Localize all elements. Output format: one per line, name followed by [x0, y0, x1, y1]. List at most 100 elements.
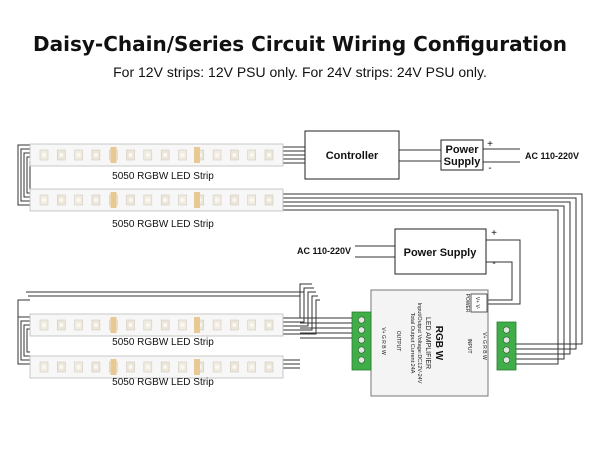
led-lens — [163, 365, 168, 369]
terminal-screw — [357, 336, 365, 344]
minus-sign-middle: - — [492, 258, 495, 269]
led-strip-1 — [29, 143, 284, 167]
led-lens — [128, 323, 133, 327]
cut-pad — [110, 192, 117, 208]
ac-label-top: AC 110-220V — [525, 151, 579, 161]
cut-pad — [193, 147, 200, 163]
led-lens — [59, 198, 64, 202]
cut-pad — [193, 192, 200, 208]
power-supply-middle-label: Power Supply — [404, 247, 478, 259]
cut-pad — [193, 359, 200, 375]
led-lens — [59, 323, 64, 327]
plus-sign-top: + — [487, 139, 493, 150]
led-lens — [42, 323, 46, 327]
led-lens — [232, 198, 237, 202]
led-lens — [249, 323, 254, 327]
controller-label: Controller — [326, 150, 379, 162]
controller-box: Controller — [304, 130, 400, 180]
terminal-screw — [357, 316, 365, 324]
led-strip-3 — [29, 313, 284, 337]
strip-1-label: 5050 RGBW LED Strip — [112, 171, 214, 182]
led-lens — [215, 323, 220, 327]
terminal-screw — [357, 346, 365, 354]
terminal-screw — [502, 326, 510, 334]
led-lens — [267, 323, 271, 327]
led-strip-4 — [29, 355, 284, 379]
led-lens — [42, 153, 46, 157]
terminal-screw — [502, 356, 510, 364]
led-lens — [267, 198, 271, 202]
wires — [17, 144, 583, 369]
strip-body — [29, 143, 284, 167]
led-lens — [59, 153, 64, 157]
led-strip-2 — [29, 188, 284, 212]
cut-pad — [110, 359, 117, 375]
led-lens — [163, 198, 168, 202]
strip-body — [29, 188, 284, 212]
power-pin-labels: V+ V- — [474, 297, 480, 310]
cut-pad — [110, 317, 117, 333]
led-lens — [42, 365, 46, 369]
led-lens — [145, 198, 150, 202]
led-lens — [163, 153, 168, 157]
strip-body — [29, 313, 284, 337]
input-terminal-block — [496, 321, 517, 371]
led-lens — [128, 365, 133, 369]
led-lens — [145, 153, 150, 157]
amplifier-title: RGB W — [433, 326, 444, 361]
led-lens — [93, 153, 98, 157]
led-lens — [128, 153, 133, 157]
terminal-screw — [357, 326, 365, 334]
led-lens — [76, 198, 81, 202]
led-lens — [180, 323, 185, 327]
led-lens — [145, 365, 150, 369]
led-lens — [128, 198, 133, 202]
page-title: Daisy-Chain/Series Circuit Wiring Config… — [33, 32, 567, 56]
ac-label-middle: AC 110-220V — [297, 246, 351, 256]
led-lens — [232, 365, 237, 369]
strip-3-label: 5050 RGBW LED Strip — [112, 337, 214, 348]
terminal-screw — [357, 356, 365, 364]
led-lens — [163, 323, 168, 327]
strip-2-label: 5050 RGBW LED Strip — [112, 219, 214, 230]
amplifier-subtitle: LED AMPLIFIER — [424, 317, 431, 369]
amplifier-spec-voltage: Input/Output Voltage:DC12V-24V — [416, 303, 422, 384]
led-lens — [180, 153, 185, 157]
led-lens — [180, 198, 185, 202]
cut-pad — [110, 147, 117, 163]
led-strips — [29, 143, 284, 379]
led-lens — [145, 323, 150, 327]
output-label: OUTPUT — [395, 331, 401, 352]
cut-pad — [193, 317, 200, 333]
output-pin-labels: V+ G R B W — [380, 327, 386, 355]
led-lens — [267, 153, 271, 157]
rgbw-amplifier: RGB W LED AMPLIFIER Input/Output Voltage… — [351, 289, 517, 397]
led-lens — [249, 365, 254, 369]
led-lens — [249, 153, 254, 157]
terminal-screw — [502, 336, 510, 344]
led-lens — [93, 198, 98, 202]
terminal-screw — [502, 346, 510, 354]
terminal-screws — [357, 316, 510, 364]
led-lens — [76, 323, 81, 327]
led-lens — [249, 198, 254, 202]
led-lens — [232, 153, 237, 157]
strip-4-label: 5050 RGBW LED Strip — [112, 377, 214, 388]
led-lens — [215, 198, 220, 202]
amplifier-spec-current: Total Output Current:24A — [409, 313, 415, 374]
led-lens — [76, 153, 81, 157]
led-lens — [267, 365, 271, 369]
strip-body — [29, 355, 284, 379]
led-lens — [42, 198, 46, 202]
led-lens — [93, 323, 98, 327]
led-lens — [180, 365, 185, 369]
plus-sign-middle: + — [491, 228, 497, 239]
minus-sign-top: - — [488, 163, 491, 174]
led-lens — [232, 323, 237, 327]
led-lens — [215, 153, 220, 157]
power-supply-middle: Power Supply + - — [394, 228, 497, 275]
page-subtitle: For 12V strips: 12V PSU only. For 24V st… — [113, 64, 487, 80]
power-supply-top-line1: Power — [445, 144, 479, 156]
led-lens — [59, 365, 64, 369]
